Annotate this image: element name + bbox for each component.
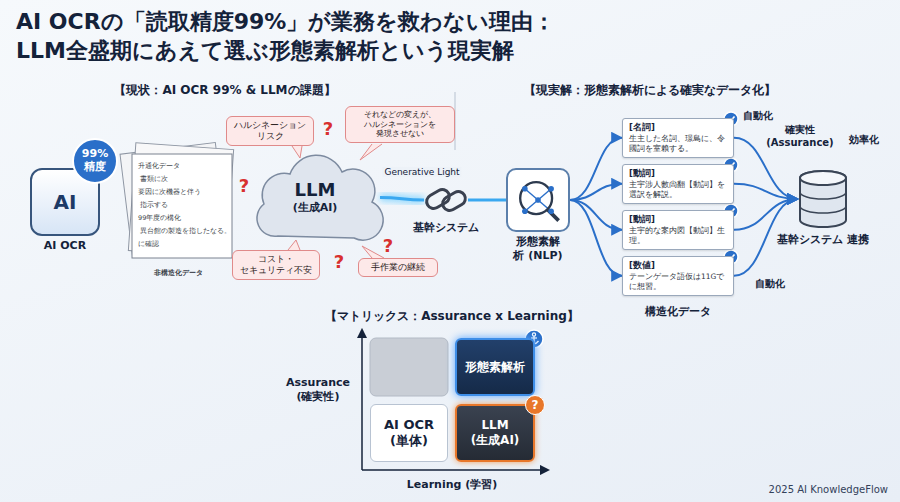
label-text: 2025 AI KnowledgeFlow <box>769 484 888 495</box>
flow-arrow <box>570 200 622 276</box>
light-beam <box>380 198 424 201</box>
matrix-cell: 形態素解析 <box>455 338 535 396</box>
flow-arrow <box>570 200 622 230</box>
issue-callout: コスト・ セキュリティ不安 <box>232 250 320 280</box>
node-text: AI OCR (単体) <box>375 417 443 450</box>
empty-quadrant <box>370 338 448 396</box>
issue-callout: それなどの変えが、 ハルシネーションを 発現させない <box>345 106 455 143</box>
label-text: Learning (学習) <box>407 478 498 492</box>
flow-arrow <box>570 184 622 200</box>
node-text: LLM <box>295 180 336 200</box>
document-stack: 升通化データ書類に次要因に次機器と伴う指示する 99年度の構化異台館の製造を指した… <box>118 140 238 264</box>
db-outline <box>798 170 848 228</box>
node-text: 99年度の構化 <box>138 214 181 223</box>
node-text: ハルシネーション リスク <box>231 120 309 142</box>
nlp-outline <box>508 170 568 230</box>
node-text: に確認 <box>138 240 159 249</box>
node-text: [名詞] <box>629 122 727 134</box>
node-text: テーンゲータ語仮は11Gでに想習。 <box>629 272 727 292</box>
node-text: (生成AI) <box>293 200 338 215</box>
node-text: それなどの変えが、 ハルシネーションを 発現させない <box>350 110 450 139</box>
light-glow <box>468 196 506 204</box>
database: 基幹システム 連携 <box>798 170 848 228</box>
node-text: LLM (生成AI) <box>461 418 529 448</box>
chain-icon: 基幹システム <box>424 184 468 216</box>
llm-cloud: LLM(生成AI) <box>250 150 380 245</box>
structured-record: [数値]テーンゲータ語仮は11Gでに想習。 <box>622 256 734 296</box>
light-glow <box>380 198 424 201</box>
label-text: ? <box>323 119 333 139</box>
node-text: [動詞] <box>629 168 727 180</box>
node-text: 升通化データ <box>138 162 180 171</box>
node-text: 要因に次機器と伴う <box>138 188 201 197</box>
node-caption: 基幹システム 連携 <box>774 233 872 247</box>
node-text: 手作業の継続 <box>371 262 425 273</box>
structured-record: [動詞]主宇涉人數尙翻【動詞】を選訳を解説。 <box>622 164 734 204</box>
node-text: 主宇的な案内図【動詞】生理。 <box>629 226 727 246</box>
node-text: 99% 精度 <box>77 148 113 173</box>
label-text: 確実性 (Assurance) <box>765 124 835 149</box>
page-title: AI OCRの「読取精度99%」が業務を救わない理由： LLM全盛期にあえて選ぶ… <box>16 8 656 65</box>
x-axis <box>362 469 548 471</box>
matrix-cell: LLM (生成AI) <box>455 404 535 462</box>
node-caption: 基幹システム <box>408 221 484 235</box>
node-text: 異台館の製造を指したなる。 <box>140 227 231 236</box>
label-text: ? <box>334 252 344 272</box>
label-text: 自動化 <box>743 110 773 123</box>
paper-outline <box>118 140 238 264</box>
node-text: [動詞] <box>629 214 727 226</box>
issue-callout: ハルシネーション リスク <box>226 116 314 146</box>
node-text: 生主した名詞、璟島に、令國詞を室賴する。 <box>629 134 727 154</box>
label-text: ? <box>525 395 545 415</box>
chain-outline <box>424 184 468 216</box>
flow-arrow <box>570 138 622 200</box>
y-axis <box>361 330 363 470</box>
node-text: 主宇涉人數尙翻【動詞】を選訳を解説。 <box>629 180 727 200</box>
node-caption: 形態素解析 (NLP) <box>512 235 564 263</box>
node-text: AI <box>54 190 77 214</box>
edge-label: Generative Light <box>382 167 461 177</box>
label-text: 自動化 <box>755 278 785 291</box>
node-text: [数値] <box>629 260 727 272</box>
label-text: 構造化データ <box>645 304 711 319</box>
node-caption: 非構造化データ <box>118 269 238 277</box>
issue-callout: 手作業の継続 <box>358 258 438 277</box>
node-caption: AI OCR <box>10 239 120 253</box>
flow-arrow <box>734 184 798 199</box>
node-text: 形態素解析 <box>465 360 525 375</box>
matrix-cell: AI OCR (単体) <box>370 404 448 462</box>
node-text: 書類に次 <box>140 175 168 184</box>
label-text: ? <box>239 176 249 196</box>
nlp-box: 形態素解析 (NLP) <box>506 168 570 232</box>
node-text: コスト・ セキュリティ不安 <box>237 254 315 276</box>
light-beam <box>468 199 506 202</box>
label-text: 【現実解：形態素解析による確実なデータ化】 <box>524 82 776 99</box>
label-text: 【マトリックス：Assurance x Learning】 <box>325 308 579 325</box>
structured-record: [動詞]主宇的な案内図【動詞】生理。 <box>622 210 734 250</box>
accuracy-badge: 99% 精度 <box>72 138 118 184</box>
label-text: 【現状：AI OCR 99% & LLMの課題】 <box>114 82 335 99</box>
label-text: ? <box>383 236 393 256</box>
label-text: 効率化 <box>849 134 879 147</box>
label-text: Assurance (確実性) <box>283 376 353 404</box>
structured-record: [名詞]生主した名詞、璟島に、令國詞を室賴する。 <box>622 118 734 158</box>
flow-arrow <box>734 199 798 230</box>
node-text: 指示する <box>140 201 168 210</box>
